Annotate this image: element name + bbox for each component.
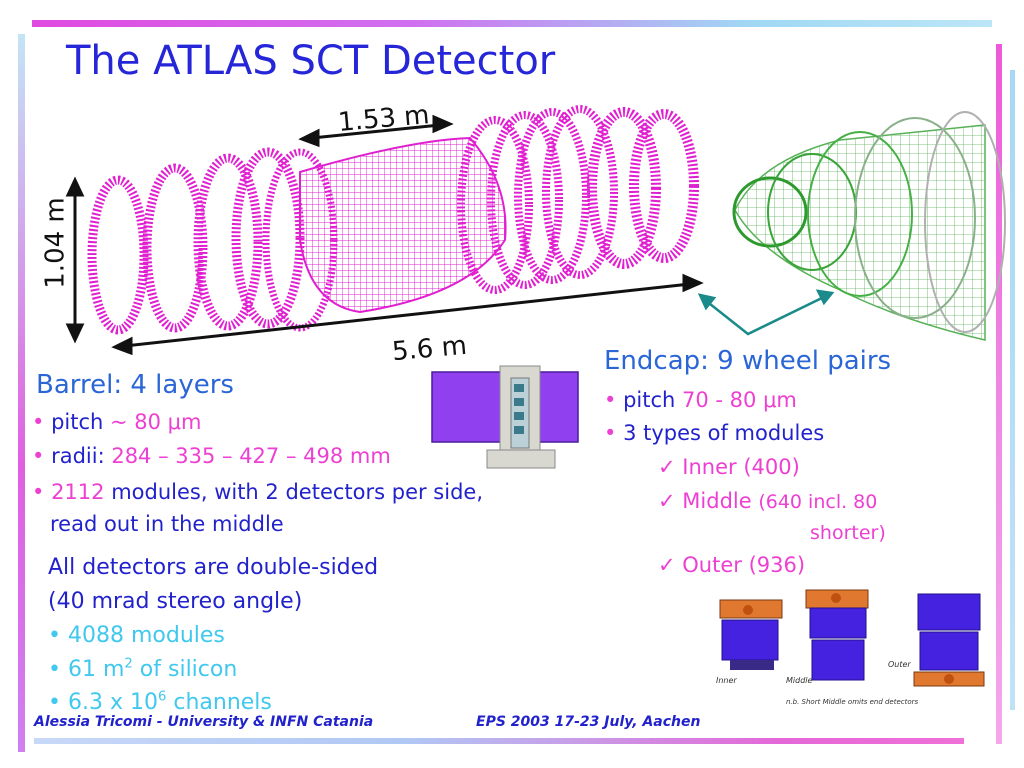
- inner-module-icon: [719, 599, 783, 670]
- barrel-heading: Barrel: 4 layers: [36, 370, 234, 400]
- endcap-pitch-value: 70 - 80 μm: [682, 388, 797, 412]
- outer-module-icon: [913, 593, 985, 687]
- left-gradient-bar: [18, 34, 25, 752]
- endcap-heading: Endcap: 9 wheel pairs: [604, 346, 892, 376]
- endcap-types-line: • 3 types of modules: [604, 421, 825, 445]
- middle-module-icon: [805, 589, 869, 681]
- module-label-middle: Middle: [786, 676, 813, 685]
- common-channels: • 6.3 x 106 channels: [48, 689, 272, 715]
- endcap-middle: ✓ Middle (640 incl. 80: [658, 489, 878, 513]
- endcap-pitch-label: pitch: [623, 388, 676, 412]
- dimension-1-04m: 1.04 m: [40, 197, 71, 289]
- module-label-inner: Inner: [716, 676, 737, 685]
- barrel-cylinder: [299, 136, 507, 314]
- bottom-gradient-bar: [34, 738, 964, 744]
- page-title: The ATLAS SCT Detector: [66, 38, 556, 84]
- barrel-modules-text: modules, with 2 detectors per side,: [111, 480, 483, 504]
- barrel-radii-value: 284 – 335 – 427 – 498 mm: [111, 444, 391, 468]
- dimension-arrows: [65, 114, 704, 356]
- endcap-inner: ✓ Inner (400): [658, 455, 800, 479]
- barrel-radii-line: • radii: 284 – 335 – 427 – 498 mm: [32, 444, 391, 468]
- common-silicon: • 61 m2 of silicon: [48, 656, 238, 682]
- endcap-green-rendering: [732, 111, 1006, 341]
- right-gradient-bar-pink: [996, 44, 1002, 744]
- common-line-1: All detectors are double-sided: [48, 555, 379, 580]
- barrel-modules-line: • 2112 modules, with 2 detectors per sid…: [32, 480, 483, 504]
- footer-author: Alessia Tricomi - University & INFN Cata…: [34, 714, 374, 730]
- footer-event: EPS 2003 17-23 July, Aachen: [476, 714, 701, 730]
- teal-pointer-arrow: [697, 289, 835, 336]
- endcap-types: 3 types of modules: [623, 421, 825, 445]
- barrel-radii-label: radii:: [51, 444, 105, 468]
- endcap-pitch-line: • pitch 70 - 80 μm: [604, 388, 797, 412]
- endcap-modules-illustration: [719, 589, 985, 687]
- right-gradient-bar-blue: [1010, 70, 1015, 710]
- barrel-pitch-line: • pitch ~ 80 μm: [32, 410, 202, 434]
- endcap-right-disks: [457, 105, 699, 294]
- barrel-modules-text2: read out in the middle: [50, 512, 284, 536]
- endcap-left-disks: [87, 147, 338, 335]
- common-line-2: (40 mrad stereo angle): [48, 589, 303, 614]
- barrel-pitch-label: pitch: [51, 410, 104, 434]
- module-label-outer: Outer: [888, 660, 911, 669]
- barrel-module-illustration: [431, 365, 579, 469]
- module-note: n.b. Short Middle omits end detectors: [786, 698, 919, 706]
- top-gradient-bar: [32, 20, 992, 27]
- endcap-middle-cont: shorter): [810, 522, 886, 544]
- common-modules: • 4088 modules: [48, 623, 225, 648]
- endcap-outer: ✓ Outer (936): [658, 553, 806, 577]
- barrel-pitch-value: ~ 80 μm: [110, 410, 202, 434]
- barrel-modules-count: 2112: [51, 480, 105, 504]
